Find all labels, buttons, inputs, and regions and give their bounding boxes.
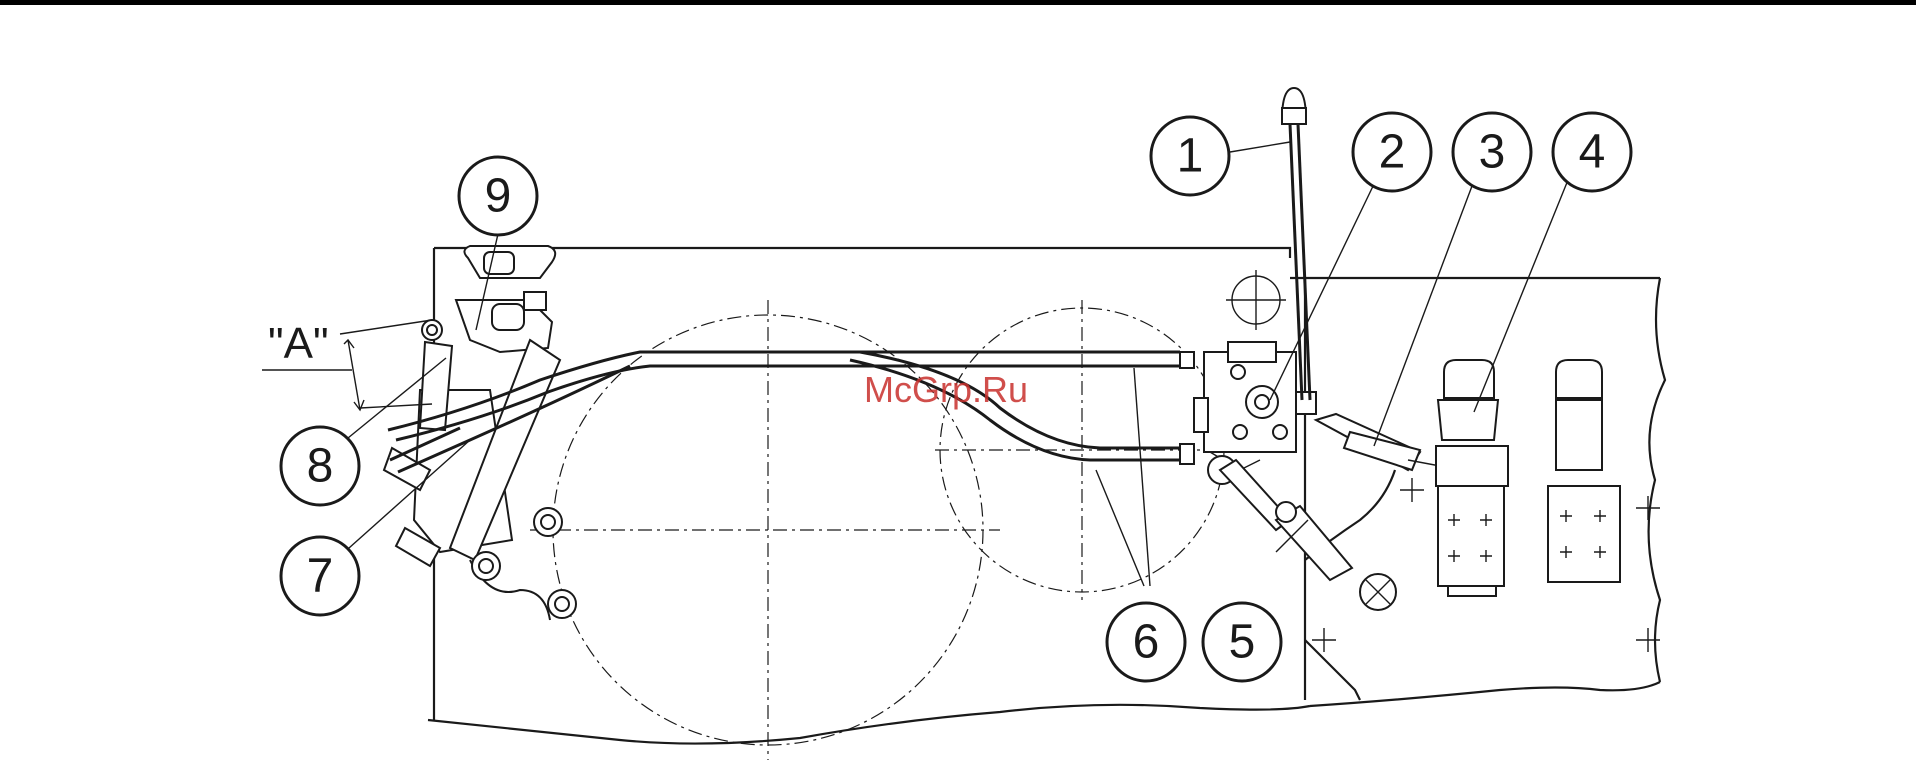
frame-outline — [427, 246, 1667, 745]
callout-4: 4 — [1551, 111, 1633, 193]
callout-2-label: 2 — [1379, 126, 1406, 179]
rod-3 — [1313, 412, 1453, 472]
left-valve-assembly — [382, 245, 577, 621]
callout-2: 2 — [1351, 111, 1433, 193]
center-valve-body — [1193, 341, 1317, 485]
callout-3-label: 3 — [1479, 126, 1506, 179]
callout-5-label: 5 — [1229, 616, 1256, 669]
callout-1: 1 — [1149, 115, 1231, 197]
callout-4-label: 4 — [1579, 126, 1606, 179]
callout-7-label: 7 — [307, 550, 334, 603]
callout-9-label: 9 — [485, 170, 512, 223]
dimension-a — [262, 319, 433, 412]
control-lever — [1280, 86, 1312, 401]
reference-crosshairs — [1312, 478, 1660, 652]
right-actuator-b — [1547, 359, 1621, 583]
watermark: McGrp.Ru — [864, 369, 1028, 410]
callout-8: 8 — [279, 425, 361, 507]
rod-5 — [1218, 458, 1397, 611]
callout-8-label: 8 — [307, 440, 334, 493]
callout-9: 9 — [457, 155, 539, 237]
top-border-rule — [0, 0, 1916, 5]
dimension-a-label: "A" — [268, 319, 329, 368]
center-circles — [530, 270, 1286, 760]
callout-6: 6 — [1105, 601, 1187, 683]
callout-1-label: 1 — [1177, 130, 1204, 183]
control-cables — [387, 350, 1195, 474]
right-actuator-a — [1435, 359, 1509, 597]
callout-5: 5 — [1201, 601, 1283, 683]
callout-7: 7 — [279, 535, 361, 617]
callout-6-label: 6 — [1133, 616, 1160, 669]
leader-lines — [347, 141, 1569, 587]
callout-3: 3 — [1451, 111, 1533, 193]
